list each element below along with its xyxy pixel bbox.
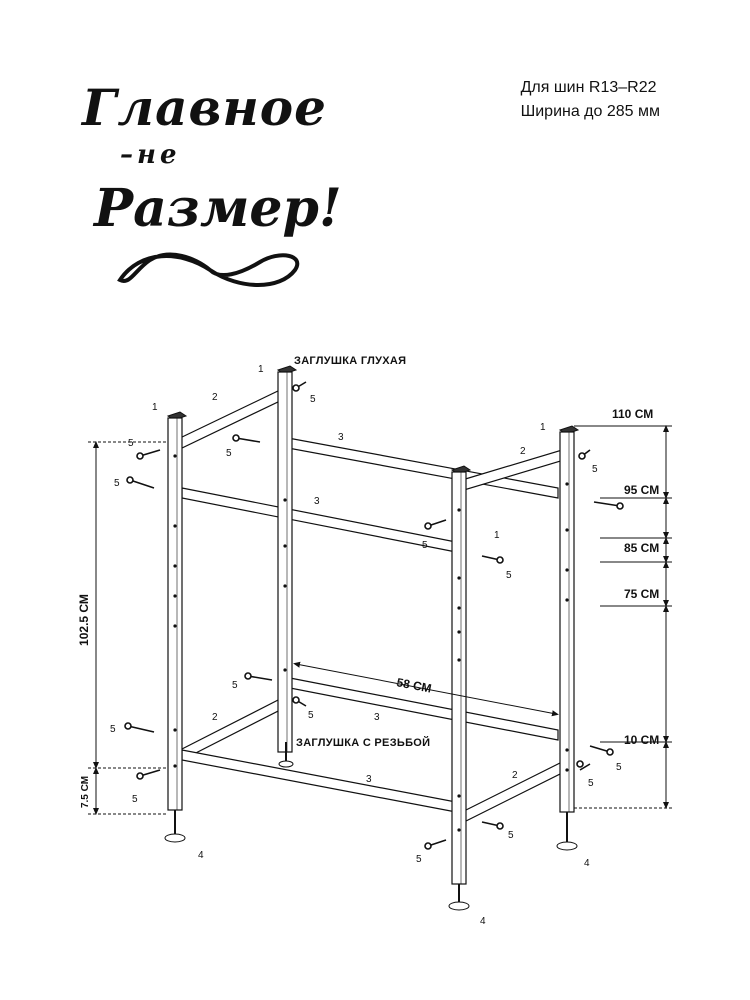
logo-line-2: –не (120, 140, 181, 170)
part-label-bolt: 5 (416, 854, 422, 865)
part-label-post: 1 (152, 402, 158, 413)
post-holes (173, 454, 569, 832)
part-label-bolt: 5 (132, 794, 138, 805)
part-label-post: 1 (494, 530, 500, 541)
post-front-right (450, 465, 472, 885)
tire-spec: Для шин R13–R22 Ширина до 285 мм (521, 76, 660, 124)
spec-tire-width: Ширина до 285 мм (520, 103, 660, 120)
part-label-bolt: 5 (226, 448, 232, 459)
post-front-left (166, 411, 188, 811)
part-label-short-bar: 2 (512, 770, 518, 781)
part-label-foot: 4 (480, 916, 486, 927)
part-label-bolt: 5 (592, 464, 598, 475)
part-label-long-bar: 3 (314, 496, 320, 507)
part-label-long-bar: 3 (366, 774, 372, 785)
spec-tire-size: Для шин R13–R22 (520, 79, 657, 96)
dim-height-110: 110 СМ (612, 407, 653, 421)
rails (179, 389, 565, 823)
part-label-foot: 4 (198, 850, 204, 861)
part-label-bolt: 5 (310, 394, 316, 405)
dimension-left (88, 441, 168, 815)
brand-logo: Главное –не Размер! (70, 70, 342, 300)
part-label-post: 1 (258, 364, 264, 375)
part-label-bolt: 5 (588, 778, 594, 789)
logo-line-3: Размер! (94, 178, 342, 239)
part-label-foot: 4 (584, 858, 590, 869)
dim-foot-height: 7.5 СМ (80, 776, 91, 808)
dim-total-height: 102.5 СМ (77, 594, 91, 646)
part-label-bolt: 5 (506, 570, 512, 581)
dimension-right (574, 425, 672, 809)
part-label-bolt: 5 (508, 830, 514, 841)
dimension-width (293, 661, 559, 717)
part-labels: 1 1 1 1 2 2 2 2 3 3 3 3 4 4 4 5 5 5 5 5 … (110, 364, 622, 927)
assembly-diagram: ЗАГЛУШКА ГЛУХАЯ ЗАГЛУШКА С РЕЗЬБОЙ 1 1 1… (77, 355, 672, 927)
dim-height-10: 10 СМ (624, 733, 659, 747)
part-label-bolt: 5 (422, 540, 428, 551)
part-label-long-bar: 3 (338, 432, 344, 443)
part-label-bolt: 5 (308, 710, 314, 721)
logo-swash-icon (117, 252, 300, 287)
part-label-bolt: 5 (128, 438, 134, 449)
part-label-bolt: 5 (114, 478, 120, 489)
part-label-short-bar: 2 (212, 392, 218, 403)
logo-line-1: Главное (82, 78, 327, 137)
dim-height-95: 95 СМ (624, 483, 659, 497)
caption-threaded-cap: ЗАГЛУШКА С РЕЗЬБОЙ (296, 736, 430, 749)
post-back-right (558, 425, 580, 813)
part-label-short-bar: 2 (212, 712, 218, 723)
dim-height-85: 85 СМ (624, 541, 659, 555)
part-label-short-bar: 2 (520, 446, 526, 457)
part-label-bolt: 5 (616, 762, 622, 773)
caption-blind-cap: ЗАГЛУШКА ГЛУХАЯ (294, 355, 406, 367)
leveling-feet (164, 742, 578, 911)
post-back-left (276, 365, 298, 753)
part-label-post: 1 (540, 422, 546, 433)
dim-height-75: 75 СМ (624, 587, 659, 601)
dim-width: 58 СМ (395, 675, 432, 695)
part-label-long-bar: 3 (374, 712, 380, 723)
part-label-bolt: 5 (232, 680, 238, 691)
part-label-bolt: 5 (110, 724, 116, 735)
